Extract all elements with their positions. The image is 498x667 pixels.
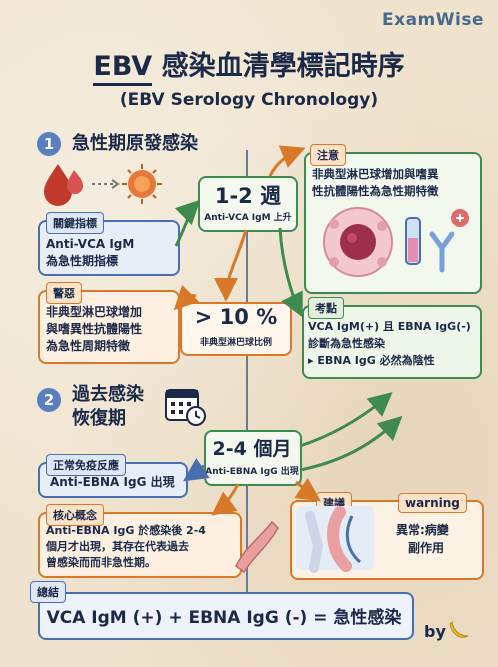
normal-immune-text: Anti-EBNA IgG 出現 bbox=[50, 475, 175, 489]
summary-text: VCA IgM (+) + EBNA IgG (-) = 急性感染 bbox=[46, 608, 402, 628]
page-title: EBV 感染血清學標記時序 bbox=[0, 44, 498, 86]
alert-line3: 為急性周期特徵 bbox=[46, 339, 131, 353]
note-line2: 性抗體陽性為急性期特徵 bbox=[312, 184, 439, 198]
core-concept-line3: 曾感染而而非急性期。 bbox=[46, 556, 156, 569]
alert-tag: 警惡 bbox=[46, 282, 82, 304]
stage-2-4-months bbox=[204, 430, 302, 486]
lymphocyte-ratio-box bbox=[180, 302, 292, 356]
section1-number: 1 bbox=[37, 132, 61, 156]
summary-box bbox=[38, 592, 414, 640]
section2-title-line2: 恢復期 bbox=[72, 408, 126, 429]
section2-number: 2 bbox=[37, 388, 61, 412]
lymph-small: 非典型淋巴球比例 bbox=[199, 338, 272, 348]
lymphocyte-antibody-icon bbox=[323, 207, 469, 277]
calendar-icon bbox=[165, 389, 206, 426]
summary-tag: 總結 bbox=[30, 581, 66, 603]
warning-line1: 異常:病變 bbox=[396, 523, 449, 537]
joint-tissue-icon bbox=[296, 506, 374, 573]
alert-line2: 與嗜異性抗體陽性 bbox=[46, 322, 143, 336]
timeline-axis bbox=[246, 150, 248, 598]
exam-point-line3: ▸ EBNA IgG 必然為陰性 bbox=[308, 354, 435, 367]
core-concept-tag: 核心概念 bbox=[46, 504, 104, 526]
banana-icon bbox=[449, 620, 469, 638]
exam-point-tag: 考點 bbox=[308, 297, 344, 319]
warning-tag: warning bbox=[398, 493, 467, 513]
stage1-small: Anti-VCA IgM 上升 bbox=[204, 213, 292, 223]
note-line1: 非典型淋巴球增加與嗜異 bbox=[312, 167, 439, 181]
brand-logo: ExamWise bbox=[382, 10, 484, 30]
exam-point-line1: VCA IgM(+) 且 EBNA IgG(-) bbox=[308, 320, 471, 333]
exam-point-line2: 診斷為急性感染 bbox=[308, 337, 385, 350]
page-subtitle: (EBV Serology Chronology) bbox=[119, 90, 379, 110]
key-indicator-tag: 關鍵指標 bbox=[46, 212, 104, 234]
key-indicator-box bbox=[38, 220, 180, 276]
core-concept-line2: 個月才出現，其存在代表過去 bbox=[46, 540, 189, 553]
section2-title-line1: 過去感染 bbox=[72, 384, 144, 405]
lymph-big: > 10 % bbox=[194, 305, 278, 329]
tissue-illustration bbox=[235, 520, 279, 574]
warning-line2: 副作用 bbox=[408, 541, 445, 555]
stage2-small: Anti-EBNA IgG 出現 bbox=[205, 467, 299, 477]
section1-title: 急性期原發感染 bbox=[72, 133, 198, 154]
stage2-big: 2-4 個月 bbox=[212, 438, 292, 460]
key-indicator-line1: Anti-VCA IgM bbox=[46, 237, 135, 251]
title-rest: 感染血清學標記時序 bbox=[152, 51, 405, 82]
title-ebv: EBV bbox=[93, 51, 153, 86]
core-concept-line1: Anti-EBNA IgG 於感染後 2-4 bbox=[46, 524, 206, 537]
key-indicator-line2: 為急性期指標 bbox=[46, 254, 119, 268]
alert-line1: 非典型淋巴球增加 bbox=[46, 305, 143, 319]
blood-virus-icon bbox=[44, 164, 162, 206]
normal-immune-tag: 正常免疫反應 bbox=[46, 454, 126, 476]
note-tag: 注意 bbox=[310, 144, 346, 166]
stage1-big: 1-2 週 bbox=[214, 184, 282, 208]
by-label: by bbox=[424, 622, 446, 641]
